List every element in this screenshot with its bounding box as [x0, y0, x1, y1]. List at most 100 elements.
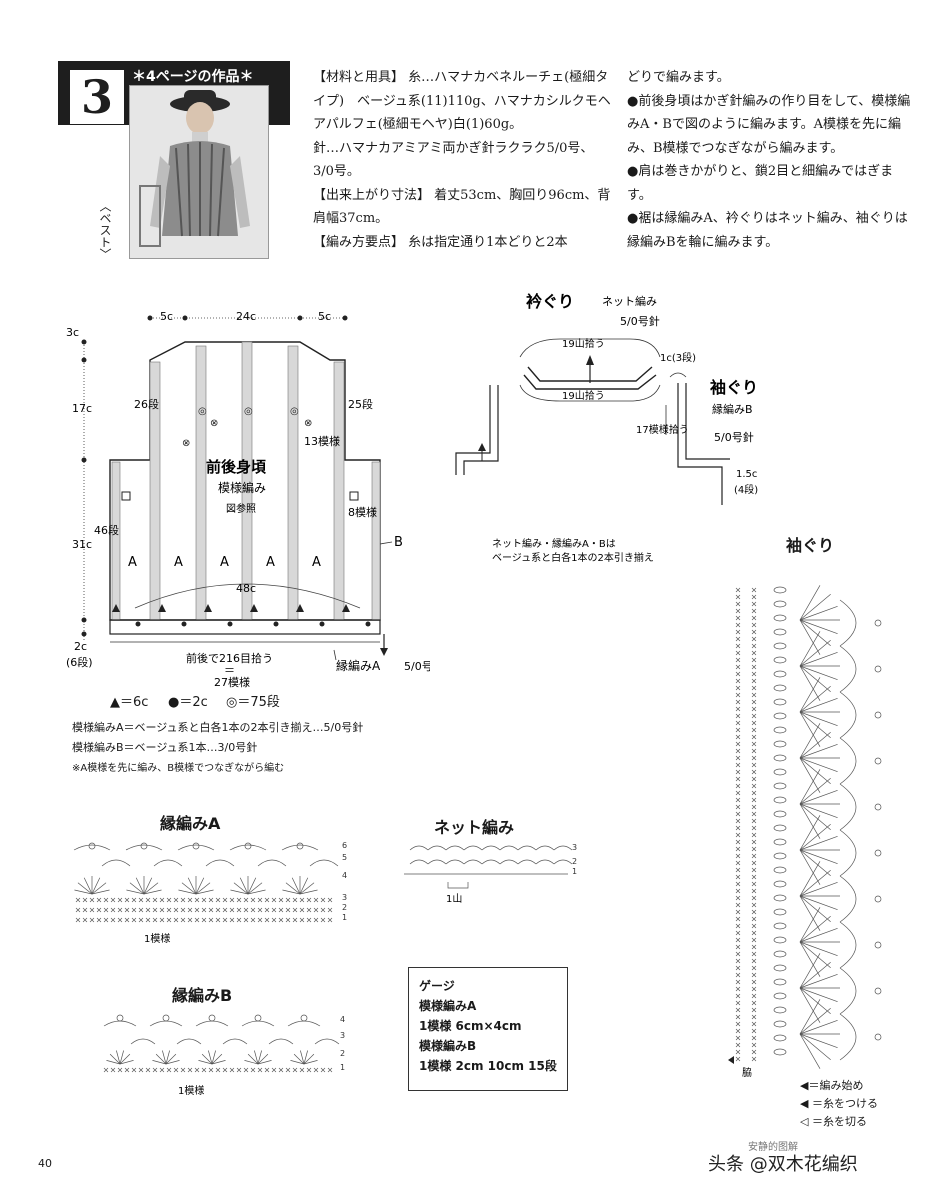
- neckline-subtitle: ネット編み: [602, 294, 657, 308]
- dc-stitch: [799, 973, 838, 989]
- chain-arc: [427, 845, 447, 851]
- net-chart: 1山 3 2 1: [404, 843, 577, 905]
- page-number: 40: [38, 1157, 52, 1170]
- dc-stitch: [303, 1050, 308, 1065]
- sc-stitch: [152, 897, 158, 903]
- chain-arc: [103, 1020, 137, 1027]
- sc-stitch: [229, 897, 235, 903]
- chain: [773, 712, 787, 720]
- chain-arc: [177, 844, 215, 851]
- sc-stitch: [264, 907, 270, 913]
- chain-arc: [463, 859, 483, 865]
- edge-b-row-1: 1: [340, 1063, 345, 1072]
- sc-stitch: [299, 907, 305, 913]
- edge-a-row-6: 6: [342, 841, 347, 850]
- sc-stitch: [236, 917, 242, 923]
- dc-stitch: [799, 1008, 831, 1035]
- picot: [140, 842, 148, 850]
- svg-text:◎: ◎: [290, 406, 299, 417]
- sc-stitch: [201, 917, 207, 923]
- dc-stitch: [303, 1053, 315, 1065]
- sc-stitch: [299, 897, 305, 903]
- sc-stitch: [194, 897, 200, 903]
- sc-stitch: [278, 917, 284, 923]
- dc-stitch: [201, 1053, 213, 1065]
- armhole-subtitle: 縁編みB: [712, 402, 753, 416]
- dc-stitch: [143, 889, 162, 895]
- sc-stitch: [187, 1067, 193, 1073]
- chain-arc: [195, 1020, 229, 1027]
- sc-stitch: [138, 897, 144, 903]
- sc-stitch: [243, 897, 249, 903]
- chain-arc: [839, 829, 857, 877]
- sc-stitch: [285, 907, 291, 913]
- dc-stitch: [799, 594, 831, 621]
- sc-stitch: [751, 902, 757, 908]
- sc-stitch: [82, 917, 88, 923]
- dc-stitch: [116, 1050, 121, 1065]
- sc-stitch: [299, 1067, 305, 1073]
- chain-arc: [125, 844, 163, 851]
- dc-stitch: [799, 987, 831, 1014]
- sc-stitch: [271, 917, 277, 923]
- chain-arc: [268, 1038, 294, 1045]
- chain-arc: [535, 859, 555, 865]
- chain-arc: [553, 859, 573, 865]
- sc-stitch: [735, 1014, 741, 1020]
- sc-stitch: [751, 601, 757, 607]
- dc-stitch: [799, 697, 838, 713]
- dc-stitch: [799, 907, 821, 943]
- sc-stitch: [138, 917, 144, 923]
- dc-stitch: [799, 803, 831, 830]
- sc-stitch: [208, 897, 214, 903]
- dc-stitch: [91, 882, 107, 895]
- sc-stitch: [735, 930, 741, 936]
- sc-stitch: [82, 897, 88, 903]
- sc-stitch: [306, 917, 312, 923]
- sc-stitch: [751, 692, 757, 698]
- sc-stitch: [285, 1067, 291, 1073]
- sc-stitch: [751, 965, 757, 971]
- chain-arc: [535, 845, 555, 851]
- key-attach: ◀ ＝糸をつける: [800, 1097, 878, 1110]
- chain-arc: [839, 921, 857, 969]
- chain: [773, 782, 787, 790]
- chain-arc: [287, 1020, 321, 1027]
- sc-stitch: [751, 818, 757, 824]
- chain-arc: [839, 783, 857, 831]
- sc-stitch: [751, 608, 757, 614]
- sc-stitch: [285, 897, 291, 903]
- sc-stitch: [751, 951, 757, 957]
- rows-25: 25段: [348, 397, 373, 411]
- chain-arc: [241, 1020, 275, 1027]
- rows-26: 26段: [134, 397, 159, 411]
- sc-stitch: [229, 1067, 235, 1073]
- chain: [773, 726, 787, 734]
- sc-stitch: [222, 917, 228, 923]
- sc-stitch: [735, 804, 741, 810]
- dc-stitch: [244, 1060, 259, 1065]
- chain: [773, 838, 787, 846]
- neckline-rows: 1c(3段): [660, 351, 696, 364]
- dc-stitch: [799, 723, 821, 759]
- sc-stitch: [208, 917, 214, 923]
- chain-arc: [153, 859, 183, 867]
- sc-stitch: [110, 1067, 116, 1073]
- dc-stitch: [247, 877, 257, 895]
- dc-stitch: [300, 1050, 305, 1065]
- dc-stitch: [799, 861, 821, 897]
- dc-stitch: [799, 619, 821, 655]
- armhole-title: 袖ぐり: [710, 378, 758, 397]
- pattern-number: 3: [70, 70, 124, 124]
- marker-square-right: [349, 491, 359, 501]
- sc-stitch: [735, 720, 741, 726]
- step-continue: どりで編みます。: [627, 70, 730, 85]
- edge-a-row-5: 5: [342, 853, 347, 862]
- chain-arc: [839, 875, 857, 923]
- sc-stitch: [131, 917, 137, 923]
- chain: [773, 964, 787, 972]
- chain-arc: [481, 859, 501, 865]
- sc-stitch: [89, 907, 95, 913]
- rows-46: 46段: [94, 523, 119, 537]
- edge-b-chart: 1模様 4 3 2 1: [103, 1014, 345, 1097]
